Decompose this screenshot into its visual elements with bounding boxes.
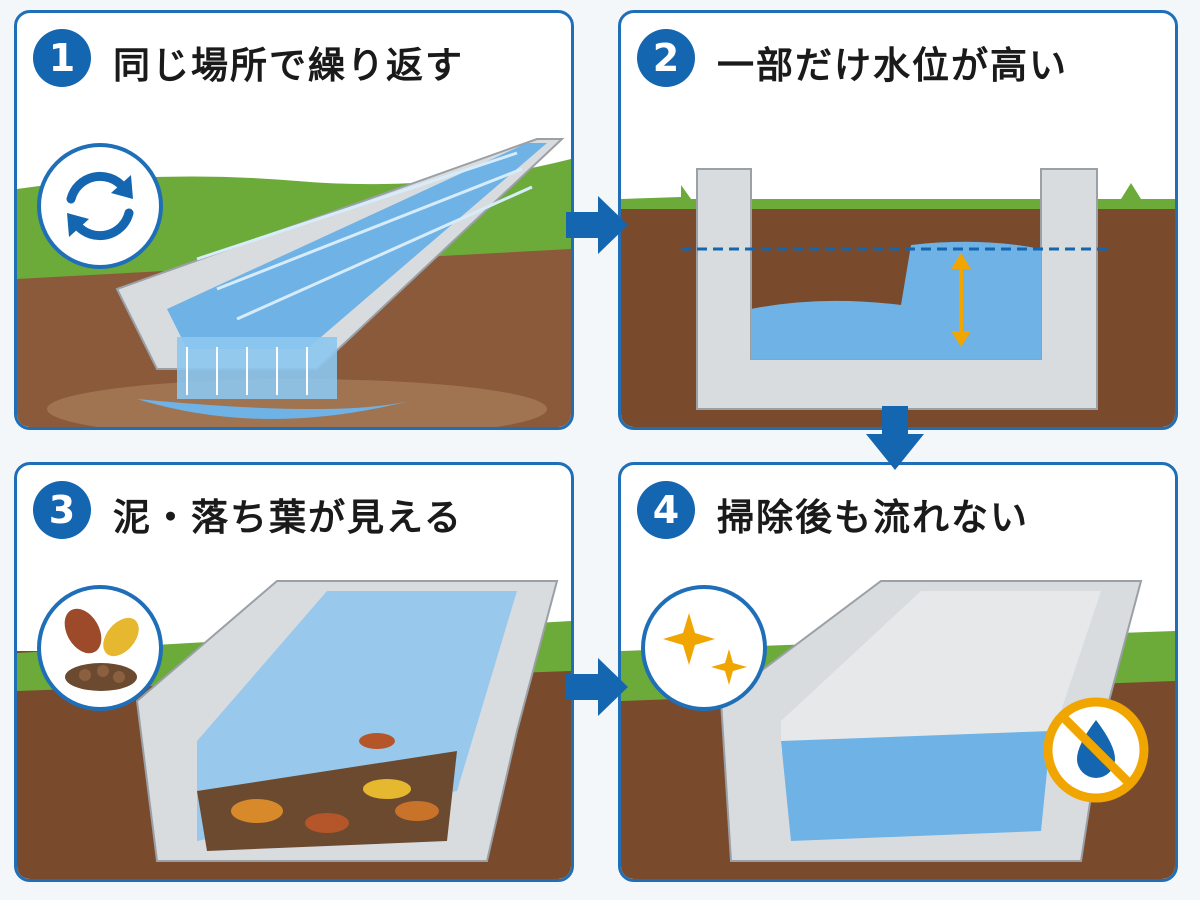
step-number-1: 1 [33,29,91,87]
step-number-4: 4 [637,481,695,539]
no-water-badge [1041,695,1151,805]
panel-partial-high-water: 2 一部だけ水位が高い [618,10,1178,430]
arrow-down-icon [866,406,924,470]
panel-title-1: 同じ場所で繰り返す [113,44,464,87]
step-number-3: 3 [33,481,91,539]
arrow-right-icon [566,196,628,254]
refresh-icon [66,171,134,241]
panel-title-3: 泥・落ち葉が見える [113,496,463,539]
panel-repeat-same-place: 1 同じ場所で繰り返す [14,10,574,430]
overflowing-gutter-illustration [17,138,571,427]
no-water-icon [1043,697,1149,803]
sparkle-icon [663,613,747,685]
sparkle-badge [641,585,767,711]
panel-title-4: 掃除後も流れない [717,496,1029,539]
panel-mud-leaves-visible: 3 泥・落ち葉が見える [14,462,574,882]
leaves-mud-badge [37,585,163,711]
panel-title-2: 一部だけ水位が高い [717,44,1068,87]
leaves-mud-icon [64,608,139,691]
step-number-2: 2 [637,29,695,87]
refresh-badge [37,143,163,269]
gutter-cross-section-illustration [621,168,1175,427]
clogged-gutter-illustration [17,580,571,879]
panel-still-not-flowing: 4 掃除後も流れない [618,462,1178,882]
arrow-right-icon [566,658,628,716]
